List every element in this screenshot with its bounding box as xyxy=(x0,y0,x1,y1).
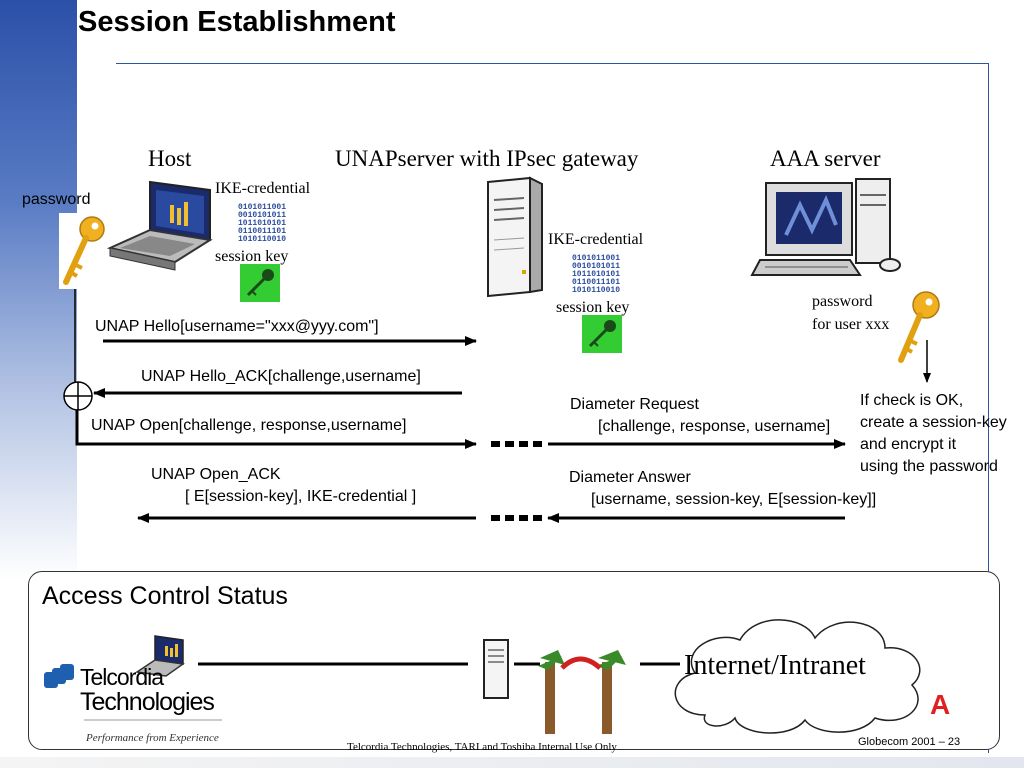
logo-tagline: Performance from Experience xyxy=(86,732,219,744)
password-key-icon xyxy=(59,213,106,289)
server-binary-line: 0010101011 xyxy=(572,262,620,271)
host-ike-credential-label: IKE-credential xyxy=(215,180,311,197)
aaa-server-heading: AAA server xyxy=(770,146,881,171)
msg-unap-open: UNAP Open[challenge, response,username] xyxy=(91,417,407,434)
server-binary-line: 0110011101 xyxy=(572,278,620,287)
server-binary-line: 0101011001 xyxy=(572,254,620,263)
cloud-label: Internet/Intranet xyxy=(684,650,866,681)
check-text-3: and encrypt it xyxy=(860,436,957,453)
server-binary-line: 1010110010 xyxy=(572,286,620,295)
aaa-password-label-1: password xyxy=(812,293,873,310)
host-binary-line: 1010110010 xyxy=(238,235,286,244)
aaa-password-label-2: for user xxx xyxy=(812,316,890,333)
logo-text-technologies: Technologies xyxy=(80,688,215,716)
logo-text-telcordia: Telcordia xyxy=(80,664,164,690)
server-ike-credential-label: IKE-credential xyxy=(548,231,644,248)
page-title: Session Establishment xyxy=(78,6,396,38)
host-binary-line: 0010101011 xyxy=(238,211,286,220)
red-a-mark: A xyxy=(930,689,950,720)
server-session-key-icon xyxy=(582,315,622,353)
msg-diameter-request-1: Diameter Request xyxy=(570,396,699,413)
msg-diameter-answer-1: Diameter Answer xyxy=(569,469,691,486)
host-binary-line: 0110011101 xyxy=(238,227,286,236)
aaa-password-key-icon xyxy=(898,291,940,363)
left-gradient-band xyxy=(0,0,77,580)
msg-unap-hello: UNAP Hello[username="xxx@yyy.com"] xyxy=(95,318,379,335)
check-text-2: create a session-key xyxy=(860,414,1007,431)
unap-server-tower-icon xyxy=(487,176,543,298)
check-text-1: If check is OK, xyxy=(860,392,964,409)
host-heading: Host xyxy=(148,146,192,171)
footer-center-text: Telcordia Technologies, TARI and Toshiba… xyxy=(347,741,617,753)
host-binary-line: 0101011001 xyxy=(238,203,286,212)
title-rule xyxy=(116,63,989,64)
msg-unap-open-ack-1: UNAP Open_ACK xyxy=(151,466,281,483)
server-binary-line: 1011010101 xyxy=(572,270,620,279)
footer-band xyxy=(0,757,1024,768)
check-text-4: using the password xyxy=(860,458,998,475)
host-binary-line: 1011010101 xyxy=(238,219,286,228)
msg-unap-hello-ack: UNAP Hello_ACK[challenge,username] xyxy=(141,368,421,385)
small-laptop-icon xyxy=(134,635,185,677)
aaa-server-computer-icon xyxy=(750,178,901,276)
right-rule xyxy=(988,63,989,753)
server-session-key-label: session key xyxy=(556,299,630,316)
server-binary-credential-icon: 0101011001 0010101011 1011010101 0110011… xyxy=(572,254,620,295)
msg-diameter-request-2: [challenge, response, username] xyxy=(598,418,831,435)
host-binary-credential-icon: 0101011001 0010101011 1011010101 0110011… xyxy=(238,203,286,244)
host-session-key-label: session key xyxy=(215,248,289,265)
internet-cloud-icon xyxy=(674,619,921,734)
access-control-diagram: A xyxy=(44,619,950,734)
tree-gate-icon xyxy=(538,650,626,734)
host-session-key-icon xyxy=(240,264,280,302)
footer-page-number: Globecom 2001 – 23 xyxy=(858,736,961,748)
password-label: password xyxy=(22,191,91,208)
host-laptop-icon xyxy=(106,180,213,271)
msg-diameter-answer-2: [username, session-key, E[session-key]] xyxy=(591,491,877,508)
small-server-icon xyxy=(483,639,509,699)
access-control-status-title: Access Control Status xyxy=(42,582,288,610)
arrow-unap-open xyxy=(75,410,477,449)
telcordia-logo-mark-icon xyxy=(44,664,74,688)
unap-server-heading: UNAPserver with IPsec gateway xyxy=(335,146,639,171)
msg-unap-open-ack-2: [ E[session-key], IKE-credential ] xyxy=(185,488,417,505)
